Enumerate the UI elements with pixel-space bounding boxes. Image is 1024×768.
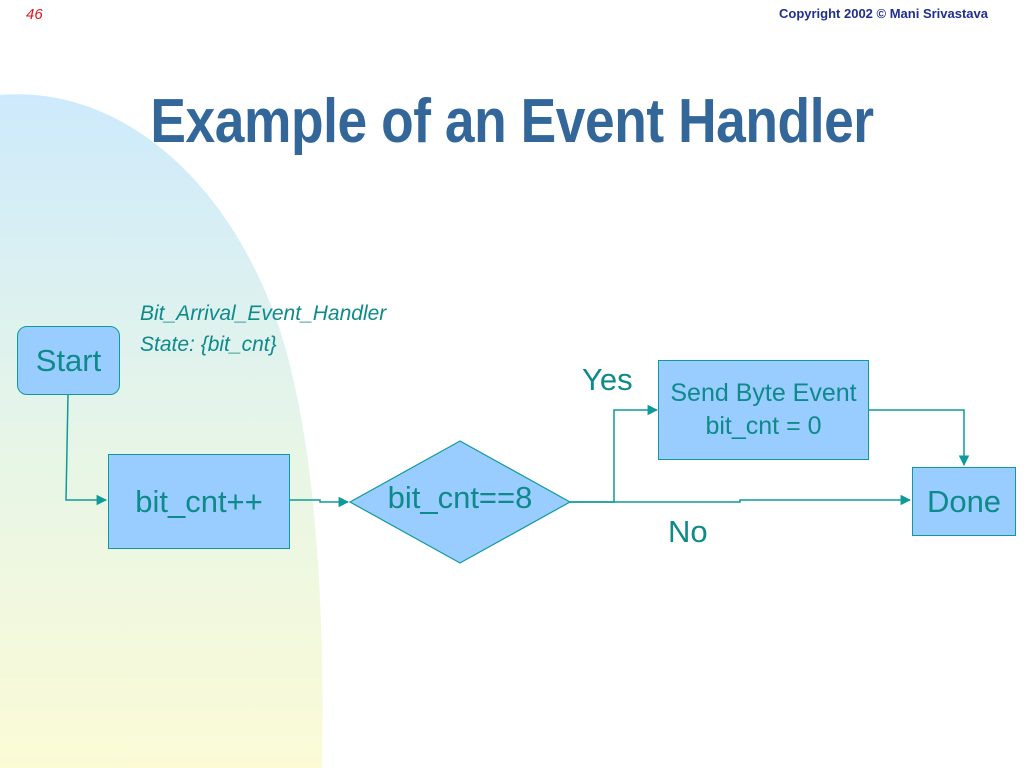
decision-label: bit_cnt==8 [387, 480, 533, 515]
copyright-notice: Copyright 2002 © Mani Srivastava [779, 6, 988, 21]
done-label: Done [926, 483, 1002, 519]
start-node: Start [17, 326, 120, 395]
slide-number: 46 [26, 6, 43, 23]
send-byte-event-node: Send Byte Event bit_cnt = 0 [658, 360, 869, 460]
edge-send-to-done [869, 409, 970, 467]
slide-title: Example of an Event Handler [150, 87, 874, 156]
yes-label: Yes [582, 362, 633, 397]
handler-description: Bit_Arrival_Event_Handler State: {bit_cn… [140, 298, 386, 360]
handler-state: State: {bit_cnt} [140, 333, 277, 356]
edge-start-to-increment [65, 394, 108, 506]
no-label: No [668, 514, 708, 549]
decision-diamond [348, 440, 572, 564]
edge-increment-to-decision [290, 496, 350, 508]
increment-label: bit_cnt++ [135, 483, 263, 519]
edge-no-to-done [570, 494, 912, 506]
done-node: Done [912, 467, 1016, 536]
send-label-line2: bit_cnt = 0 [705, 412, 822, 440]
start-label: Start [35, 342, 102, 378]
send-label-line1: Send Byte Event [670, 379, 857, 407]
handler-name: Bit_Arrival_Event_Handler [140, 302, 387, 325]
increment-node: bit_cnt++ [108, 454, 290, 549]
